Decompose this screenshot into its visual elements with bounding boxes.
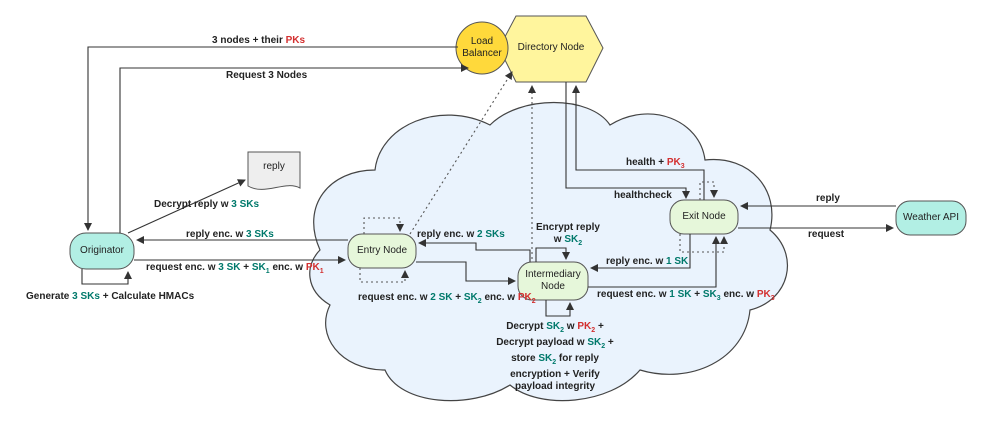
label-decrypt-reply: Decrypt reply w 3 SKs xyxy=(154,199,260,210)
directory-node-label: Directory Node xyxy=(517,42,585,53)
dotted-exit-self-top xyxy=(699,181,718,200)
arrow-request-nodes xyxy=(119,64,469,233)
load-balancer-shape xyxy=(455,21,509,75)
entry-node-shape xyxy=(347,233,417,269)
weather-api-shape xyxy=(895,200,967,236)
arrow-originator-self xyxy=(81,269,132,285)
originator-shape xyxy=(69,232,135,270)
label-request-enc-2: request enc. w 2 SK + SK2 enc. w PK2 xyxy=(358,292,536,305)
arrow-nodes-to-originator xyxy=(84,46,458,231)
label-healthcheck: healthcheck xyxy=(614,190,672,201)
arrow-healthcheck xyxy=(565,82,690,199)
label-request-enc-3: request enc. w 3 SK + SK1 enc. w PK1 xyxy=(146,262,324,275)
load-balancer-label: Load Balancer xyxy=(462,36,502,59)
label-decrypt-block: Decrypt SK2 w PK2 + Decrypt payload w SK… xyxy=(496,321,614,392)
arrow-intermediary-self xyxy=(535,247,570,262)
label-health: health + PK3 xyxy=(626,157,685,170)
label-reply-enc-2: reply enc. w 2 SKs xyxy=(417,229,505,240)
dotted-entry-self-bottom xyxy=(359,268,409,283)
arrow-entry-to-intermediary xyxy=(416,261,516,285)
intermediary-node-shape xyxy=(517,261,589,301)
reply-document-label: reply xyxy=(263,161,285,172)
label-reply-enc-3: reply enc. w 3 SKs xyxy=(186,229,274,240)
label-request-three-nodes: Request 3 Nodes xyxy=(226,70,308,81)
label-request-enc-1: request enc. w 1 SK + SK3 enc. w PK3 xyxy=(597,289,775,302)
arrow-intermediary-to-entry xyxy=(418,239,531,262)
label-generate: Generate 3 SKs + Calculate HMACs xyxy=(26,291,195,302)
arrow-health xyxy=(572,85,705,200)
arrow-decrypt-reply xyxy=(127,179,246,234)
arrow-intermediary-bottom-loop xyxy=(545,300,574,317)
label-weather-reply: reply xyxy=(816,193,840,204)
arrow-exit-to-intermediary xyxy=(590,234,691,272)
entry-node-label: Entry Node xyxy=(356,245,408,256)
dotted-exit-self-bottom xyxy=(679,234,728,253)
arrow-intermediary-to-exit xyxy=(588,236,720,288)
label-encrypt-reply: Encrypt reply w SK2 xyxy=(536,222,600,247)
label-weather-request: request xyxy=(808,229,845,240)
dotted-entry-to-loadbalancer xyxy=(409,71,513,235)
exit-node-label: Exit Node xyxy=(682,211,726,222)
weather-api-label: Weather API xyxy=(903,212,959,223)
intermediary-node-label: Intermediary Node xyxy=(525,269,581,292)
network-cloud xyxy=(309,102,788,402)
label-three-nodes: 3 nodes + their PKs xyxy=(212,35,306,46)
reply-document-shape xyxy=(247,151,301,190)
originator-label: Originator xyxy=(80,245,124,256)
label-reply-enc-1: reply enc. w 1 SK xyxy=(606,256,689,267)
